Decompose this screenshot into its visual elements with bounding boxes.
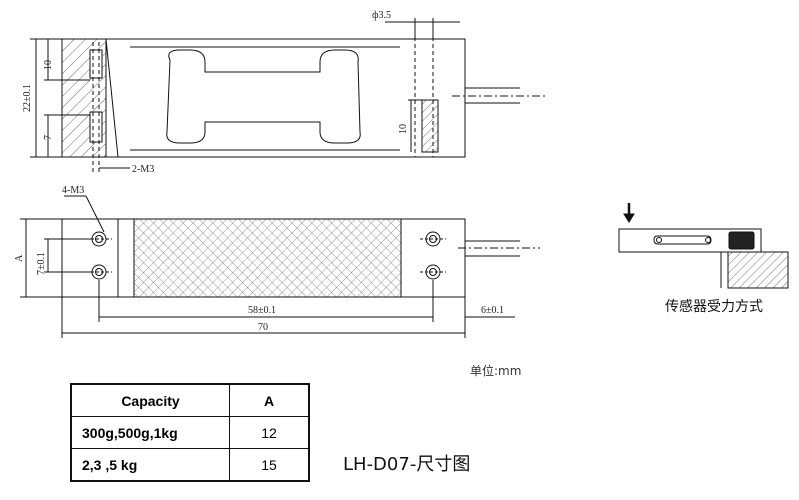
dim-thread-top: 4-M3 <box>62 185 84 196</box>
force-method-label: 传感器受力方式 <box>665 299 763 315</box>
force-diagram <box>618 203 789 289</box>
table-cell-a: 15 <box>229 448 310 482</box>
dim-hole-dia: ф3.5 <box>372 10 391 21</box>
dim-lower-7: 7 <box>43 135 54 140</box>
table-row: 2,3 ,5 kg 15 <box>70 448 310 482</box>
support-base <box>727 251 789 289</box>
force-arrow-head <box>623 213 635 223</box>
table-header-capacity: Capacity <box>70 383 230 417</box>
side-view-body <box>61 38 466 158</box>
capacity-table: Capacity A 300g,500g,1kg 12 2,3 ,5 kg 15 <box>70 383 310 482</box>
dim-hole-pitch: 7±0.1 <box>36 252 47 275</box>
dim-a-label: A <box>14 254 25 262</box>
table-cell-a: 12 <box>229 416 310 449</box>
table-row: 300g,500g,1kg 12 <box>70 416 310 449</box>
unit-label: 单位:mm <box>470 364 522 378</box>
dim-right-10: 10 <box>398 124 409 134</box>
dim-height-total: 22±0.1 <box>22 84 33 112</box>
dim-thread-side: 2-M3 <box>132 164 154 175</box>
table-header-row: Capacity A <box>70 383 310 417</box>
top-view <box>20 195 540 338</box>
dim-length-70: 70 <box>258 322 268 333</box>
sensor-mount-block <box>728 231 755 250</box>
dim-end-6: 6±0.1 <box>481 305 504 316</box>
table-header-a: A <box>229 383 310 417</box>
table-cell-capacity: 2,3 ,5 kg <box>70 448 230 482</box>
bone-cutout <box>166 49 361 144</box>
dim-pitch-58: 58±0.1 <box>248 305 276 316</box>
model-title: LH-D07-尺寸图 <box>343 454 471 475</box>
side-view <box>30 18 545 172</box>
strain-gauge-area <box>133 218 402 298</box>
dim-upper-10: 10 <box>43 60 54 70</box>
sensor-bone-slot <box>653 235 712 245</box>
table-cell-capacity: 300g,500g,1kg <box>70 416 230 449</box>
